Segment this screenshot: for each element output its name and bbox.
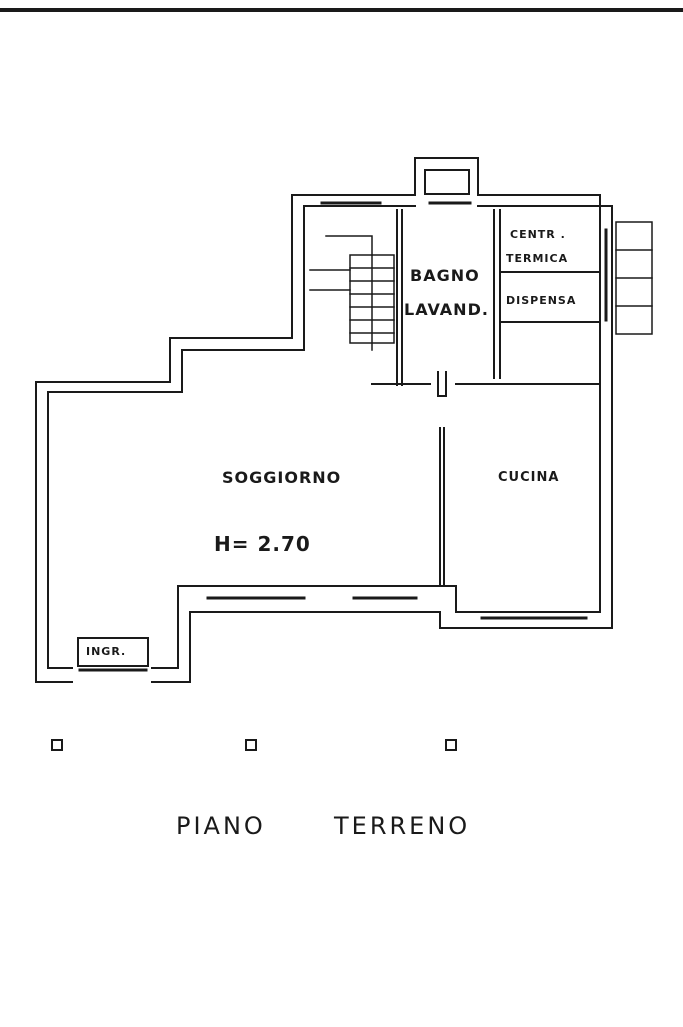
door-mark: [437, 371, 447, 397]
exterior-walls: [35, 157, 613, 683]
side-steps: [615, 221, 653, 335]
room-label-centr: CENTR .: [510, 228, 566, 241]
entrance-box: [77, 637, 149, 667]
plan-title-terreno: TERRENO: [334, 812, 471, 840]
room-label-soggiorno: SOGGIORNO: [222, 468, 342, 487]
room-label-lavand: LAVAND.: [404, 300, 489, 319]
windows: [78, 201, 608, 672]
room-height-label: H= 2.70: [214, 532, 311, 556]
room-label-dispensa: DISPENSA: [506, 294, 577, 307]
room-label-termica: TERMICA: [506, 252, 569, 265]
room-label-cucina: CUCINA: [498, 470, 560, 485]
room-label-bagno: BAGNO: [410, 266, 480, 285]
staircase: [309, 235, 395, 351]
pillars: [51, 739, 457, 751]
plan-title-piano: PIANO: [176, 812, 266, 840]
interior-walls: [371, 209, 601, 587]
room-label-ingresso: INGR.: [86, 645, 127, 658]
